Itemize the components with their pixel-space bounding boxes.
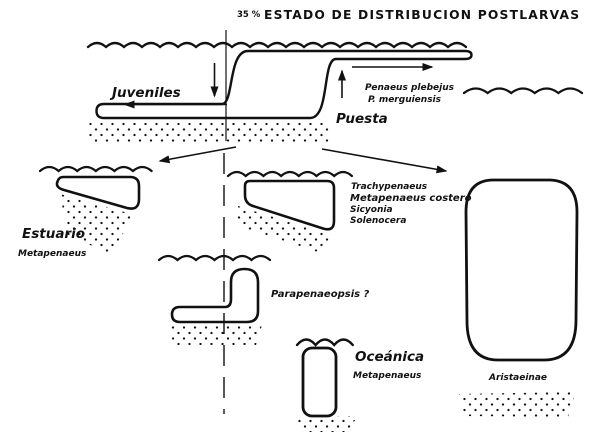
ocean-branch-arrow xyxy=(321,148,448,174)
coastal-wedge xyxy=(243,179,336,231)
transitional-surface-wave xyxy=(157,254,272,262)
puesta-label: Puesta xyxy=(336,111,388,127)
sea-surface-wave-main xyxy=(86,41,468,49)
species-metapenaeus-estuary: Metapenaeus xyxy=(18,249,87,259)
sediment-dots-coastal xyxy=(236,206,334,253)
parapenaeopsis-tube xyxy=(170,267,260,324)
sediment-dots-estuary xyxy=(60,194,135,254)
sediment-dots-top xyxy=(87,123,330,143)
oceanic-surface-wave xyxy=(295,338,354,347)
species-trachypenaeus: Trachypenaeus xyxy=(351,182,428,192)
species-metapenaeus-costero: Metapenaeus costero xyxy=(350,193,472,204)
species-solenocera: Solenocera xyxy=(350,216,406,226)
estuary-surface-wave xyxy=(38,165,153,173)
aristaeinae-basin xyxy=(464,178,579,362)
species-penaeus-plebejus: Penaeus plebejus xyxy=(365,83,455,93)
migration-tube xyxy=(95,49,473,120)
diagram-title: ESTADO DE DISTRIBUCION POSTLARVAS xyxy=(264,8,580,22)
species-aristaeinae: Aristaeinae xyxy=(488,373,547,383)
sea-surface-wave-offshore xyxy=(462,87,584,95)
estuary-branch-arrow xyxy=(158,146,237,164)
species-sicyonia: Sicyonia xyxy=(350,205,393,215)
estuary-wedge xyxy=(55,175,141,210)
oceanic-column xyxy=(301,346,338,418)
sediment-dots-oceanic xyxy=(296,416,357,432)
coastal-surface-wave xyxy=(226,170,353,178)
sediment-dots-transitional xyxy=(168,325,262,345)
species-metapenaeus-oceanic: Metapenaeus xyxy=(353,371,422,381)
oceanica-label: Oceánica xyxy=(355,349,424,365)
species-parapenaeopsis: Parapenaeopsis ? xyxy=(271,289,370,300)
estuario-label: Estuario xyxy=(22,226,85,242)
species-p-merguiensis: P. merguiensis xyxy=(368,95,442,105)
sediment-dots-deep xyxy=(459,392,576,417)
juveniles-label: Juveniles xyxy=(109,85,181,101)
percent-label: 35 % xyxy=(237,10,261,20)
